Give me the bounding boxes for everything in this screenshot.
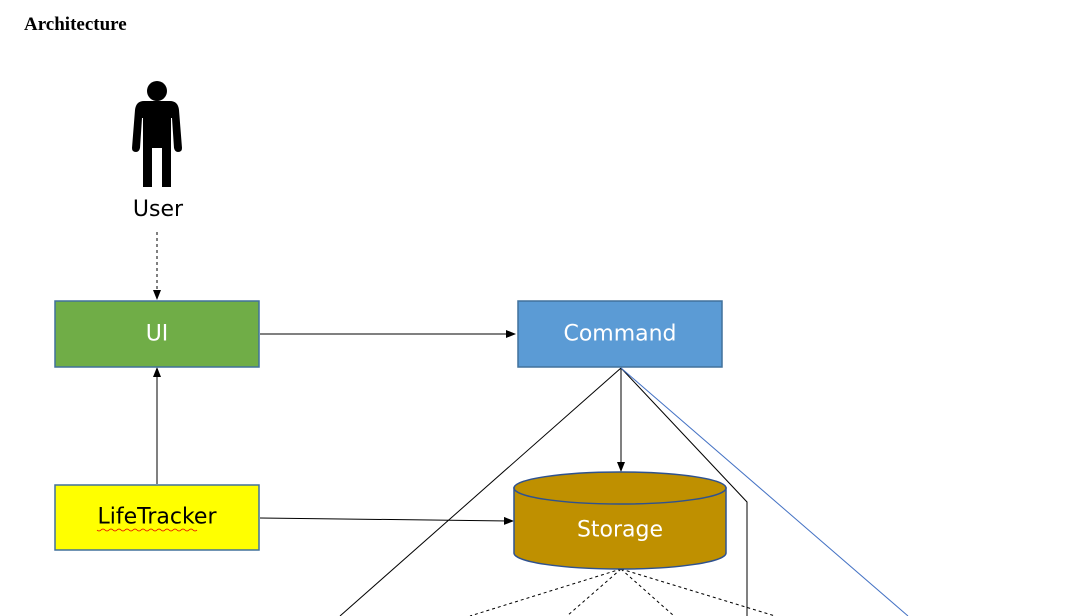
lifetracker-node[interactable]: LifeTracker: [54, 484, 260, 551]
storage-label: Storage: [577, 518, 663, 543]
edge-storage-dashed-2: [566, 568, 622, 616]
edge-command-down-left: [339, 367, 622, 616]
ui-label: UI: [146, 322, 169, 347]
edge-storage-dashed-3: [620, 568, 675, 616]
ui-node[interactable]: UI: [54, 300, 260, 368]
edge-storage-dashed-4: [620, 568, 776, 616]
command-box: [517, 300, 723, 368]
storage-node[interactable]: Storage: [513, 471, 727, 570]
storage-cylinder-top: [513, 471, 727, 505]
command-label: Command: [563, 322, 676, 347]
edge-storage-dashed-1: [469, 568, 622, 616]
user-actor[interactable]: User: [132, 81, 184, 222]
ui-box: [54, 300, 260, 368]
lifetracker-box: [54, 484, 260, 551]
edge-command-down-far-right: [620, 367, 909, 616]
lifetracker-label: LifeTracker: [97, 505, 217, 530]
spellcheck-underline: [96, 528, 198, 532]
diagram-edges: [153, 232, 909, 616]
command-node[interactable]: Command: [517, 300, 723, 368]
edge-command-down-right: [620, 367, 748, 616]
page-title: Architecture: [24, 14, 127, 35]
user-label: User: [133, 197, 184, 222]
person-icon: [132, 81, 182, 187]
storage-cylinder-body: [513, 487, 727, 570]
edge-lifetracker-to-storage: [259, 516, 514, 525]
